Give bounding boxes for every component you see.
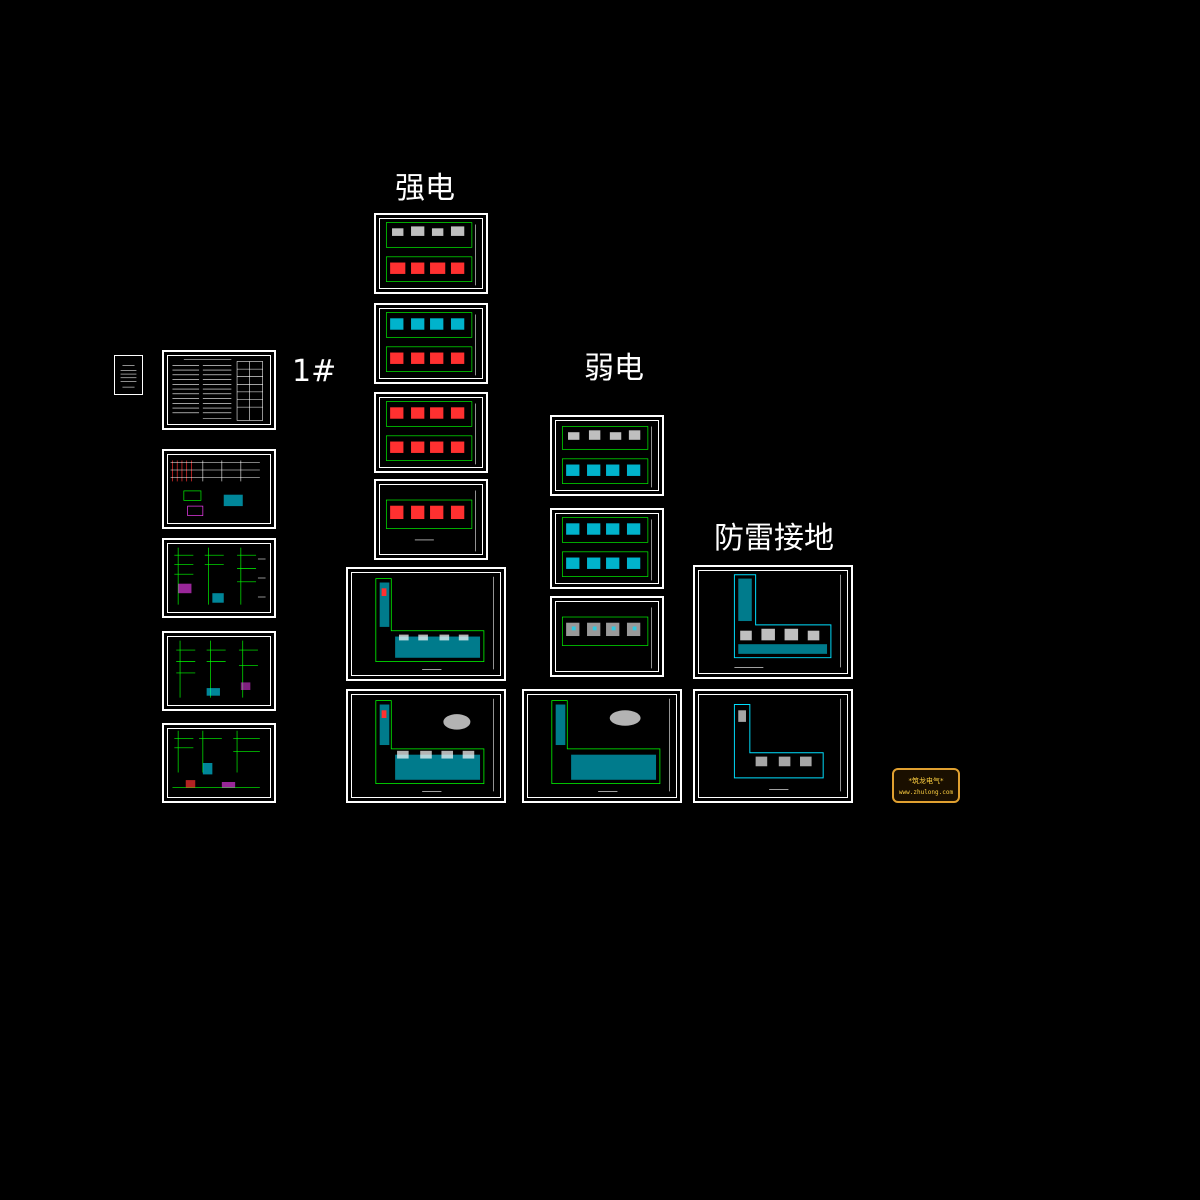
system-diagram-4-drawing <box>172 730 260 789</box>
strong-floorplan-2-drawing <box>385 312 476 376</box>
zhulong-logo: *筑龙电气* www.zhulong.com <box>892 768 960 803</box>
weak-floorplan-1-drawing <box>561 426 652 488</box>
sheet-weak-floorplan-2[interactable] <box>550 508 664 589</box>
cover-sheet[interactable] <box>114 355 143 395</box>
sheet-system-diagram-4[interactable] <box>162 723 276 803</box>
sheet-strong-floorplan-4[interactable] <box>374 479 488 560</box>
label-weak-current: 弱电 <box>584 351 644 386</box>
design-notes-drawing <box>172 359 263 421</box>
sheet-system-diagram-2[interactable] <box>162 538 276 618</box>
sheet-weak-floorplan-1[interactable] <box>550 415 664 496</box>
label-strong-current: 强电 <box>395 171 455 206</box>
cover-sheet-drawing <box>120 365 137 388</box>
weak-floorplan-3-drawing <box>561 607 652 669</box>
strong-floorplan-4-drawing <box>385 490 476 552</box>
weak-lplan-drawing <box>551 698 670 792</box>
strong-floorplan-1-drawing <box>385 222 476 286</box>
sheet-weak-lplan[interactable] <box>522 689 682 803</box>
weak-floorplan-2-drawing <box>561 517 652 581</box>
strong-lplan-1-drawing <box>375 576 494 670</box>
sheet-lightning-roof-plan[interactable] <box>693 565 853 679</box>
sheet-strong-floorplan-1[interactable] <box>374 213 488 294</box>
logo-title: *筑龙电气* <box>908 777 944 785</box>
grounding-plan-drawing <box>733 698 841 792</box>
sheet-strong-floorplan-2[interactable] <box>374 303 488 384</box>
sheet-strong-lplan-1[interactable] <box>346 567 506 681</box>
sheet-strong-lplan-2[interactable] <box>346 689 506 803</box>
label-building-1: 1# <box>292 354 337 389</box>
system-diagram-3-drawing <box>176 640 258 698</box>
strong-lplan-2-drawing <box>375 698 494 792</box>
sheet-design-notes[interactable] <box>162 350 276 430</box>
sheet-system-diagram-1[interactable] <box>162 449 276 529</box>
logo-url: www.zhulong.com <box>898 789 954 796</box>
sheet-weak-floorplan-3[interactable] <box>550 596 664 677</box>
lightning-roof-plan-drawing <box>733 574 841 668</box>
system-diagram-2-drawing <box>174 547 266 605</box>
sheet-system-diagram-3[interactable] <box>162 631 276 711</box>
sheet-strong-floorplan-3[interactable] <box>374 392 488 473</box>
sheet-grounding-plan[interactable] <box>693 689 853 803</box>
label-lightning-grounding: 防雷接地 <box>714 521 834 556</box>
strong-floorplan-3-drawing <box>385 401 476 465</box>
system-diagram-1-drawing <box>170 460 260 516</box>
